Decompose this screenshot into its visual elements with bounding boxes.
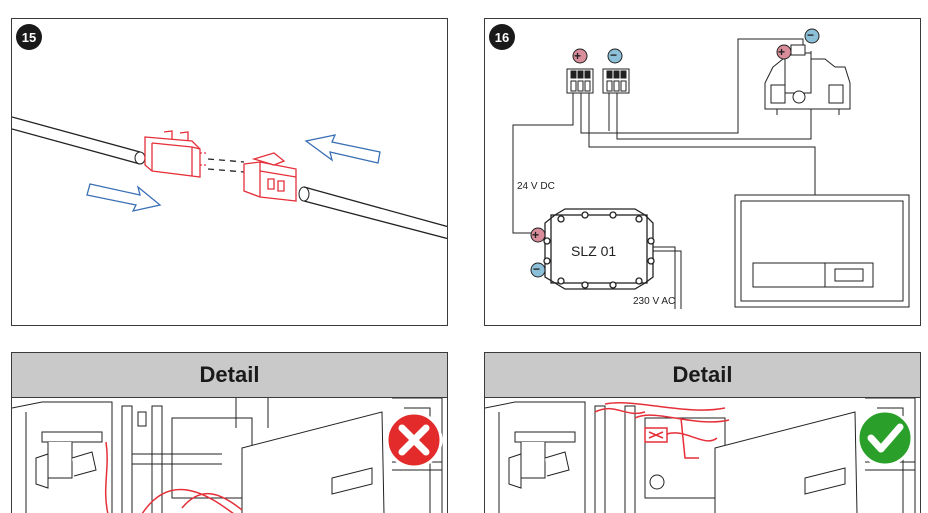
slz-controller-box (543, 208, 655, 290)
detail-wrong-panel: Detail (11, 352, 448, 513)
label-230v-ac: 230 V AC (633, 296, 676, 307)
minus-sign: − (610, 48, 618, 62)
solenoid-valve (764, 44, 851, 115)
detail-correct-panel: Detail (484, 352, 921, 513)
plus-badge-icon (530, 227, 546, 243)
detail-title: Detail (12, 353, 447, 398)
right-red-connector (243, 152, 297, 202)
connector-diagram (12, 116, 447, 240)
plus-sign: + (532, 228, 540, 242)
minus-badge-icon (607, 48, 623, 64)
detail-correct-illustration (485, 398, 916, 513)
plus-sign: + (778, 45, 786, 59)
wiring-diagram (512, 28, 910, 309)
right-cable (303, 186, 447, 240)
minus-badge-icon (530, 262, 546, 278)
terminal-block-plus (566, 68, 594, 94)
terminal-block-minus (602, 68, 630, 94)
plus-sign: + (574, 49, 582, 63)
step-16-panel: 16 (484, 18, 921, 326)
minus-sign: − (807, 28, 815, 42)
minus-badge-icon (804, 28, 820, 44)
arrow-right-icon (86, 183, 162, 212)
controller-label: SLZ 01 (571, 243, 617, 259)
step-number-badge: 15 (16, 24, 42, 50)
step-number-badge: 16 (489, 24, 515, 50)
detail-title: Detail (485, 353, 920, 398)
flush-plate (734, 194, 910, 308)
left-red-connector (144, 130, 206, 178)
arrow-left-icon (304, 134, 381, 164)
wrong-x-icon (385, 411, 443, 469)
step-15-panel: 15 (11, 18, 448, 326)
label-24v-dc: 24 V DC (517, 181, 555, 192)
left-cable (12, 116, 141, 165)
correct-check-icon (856, 409, 914, 467)
plus-badge-icon (776, 44, 792, 60)
minus-sign: − (533, 262, 541, 276)
plus-badge-icon (572, 48, 588, 64)
